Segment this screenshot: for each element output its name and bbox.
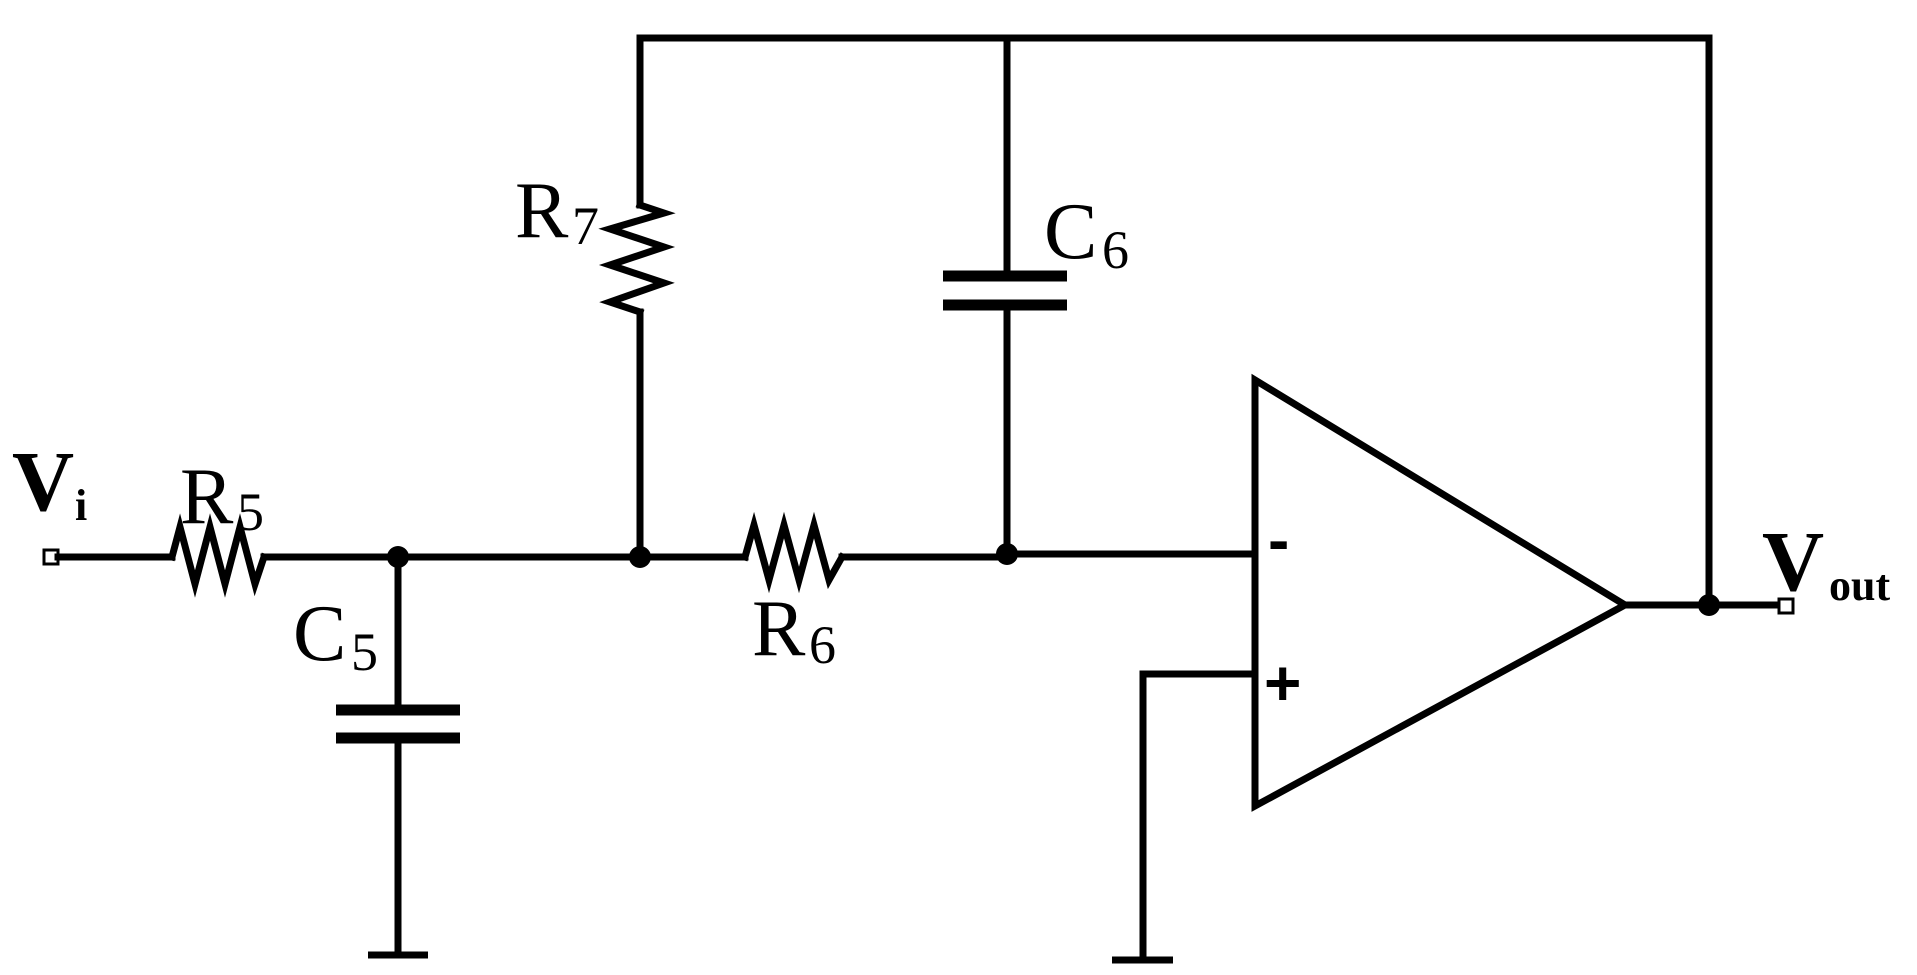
label-vi-sub: i	[75, 481, 87, 530]
wire-noninv-input-ground	[1139, 670, 1259, 964]
label-r5: R	[180, 453, 234, 541]
label-c6: C	[1044, 188, 1097, 276]
label-r6-sub: 6	[809, 615, 836, 675]
label-r7: R	[515, 167, 569, 255]
vout-terminal	[1777, 597, 1795, 615]
junction-node3	[996, 543, 1018, 565]
resistor-r5	[167, 513, 269, 598]
junction-node2	[629, 546, 651, 568]
opamp-noninverting-sign: +	[1264, 647, 1301, 719]
label-vout-sub: out	[1829, 561, 1890, 610]
label-c5-sub: 5	[351, 622, 378, 682]
opamp-triangle	[1251, 373, 1633, 812]
label-vi: V	[12, 433, 74, 529]
label-r5-sub: 5	[237, 482, 264, 542]
label-r7-sub: 7	[572, 196, 599, 256]
label-r6: R	[752, 585, 806, 673]
opamp-inverting-sign: -	[1268, 504, 1289, 576]
resistor-r6	[740, 511, 847, 594]
label-c5: C	[293, 590, 346, 678]
label-c6-sub: 6	[1102, 220, 1129, 280]
resistor-r7	[598, 200, 676, 317]
wire-top-rail	[636, 34, 1713, 611]
label-vout: V	[1762, 513, 1824, 609]
junction-node1	[387, 546, 409, 568]
junction-output	[1698, 594, 1720, 616]
